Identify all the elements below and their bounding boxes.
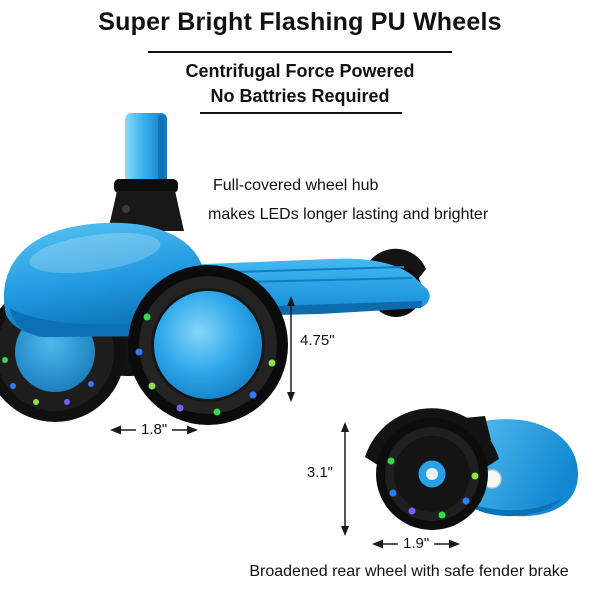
scooter-front-illustration (0, 113, 430, 425)
dimension-rear-wheel-height: 3.1" (307, 422, 353, 541)
page-title: Super Bright Flashing PU Wheels (98, 8, 502, 36)
stem-clamp (108, 179, 184, 231)
front-wheel-width-arrow-left (110, 425, 136, 434)
rear-wheel-width-label: 1.9" (403, 535, 430, 552)
annotation-hub-line1: Full-covered wheel hub (213, 177, 379, 194)
rear-wheel-width-arrow-right (434, 539, 461, 548)
rear-wheel (376, 418, 488, 530)
rear-wheel-height-dimension-line (341, 422, 349, 536)
dimension-front-wheel-width: 1.8" (110, 421, 199, 438)
annotation-hub-line2: makes LEDs longer lasting and brighter (208, 206, 489, 223)
front-wheel-right (128, 265, 288, 425)
divider-bottom (200, 112, 402, 114)
subtitle-line2: No Battries Required (210, 86, 390, 106)
dimension-rear-wheel-width: 1.9" (372, 535, 461, 552)
deck-height-dimension-line (287, 296, 295, 402)
rear-wheel-width-arrow-left (372, 539, 398, 548)
led-lights (135, 313, 276, 416)
subtitle-line1: Centrifugal Force Powered (185, 61, 415, 81)
deck-height-label: 4.75" (300, 332, 335, 349)
front-wheel-width-label: 1.8" (141, 421, 168, 438)
rear-wheel-illustration (365, 408, 579, 530)
footer-caption: Broadened rear wheel with safe fender br… (249, 563, 569, 580)
scooter-stem (125, 113, 167, 193)
rear-led-lights (387, 457, 479, 519)
front-wheel-width-arrow-right (172, 425, 199, 434)
divider-top (148, 51, 452, 53)
rear-wheel-height-label: 3.1" (306, 464, 333, 481)
dimension-deck-height: 4.75" (283, 296, 335, 407)
